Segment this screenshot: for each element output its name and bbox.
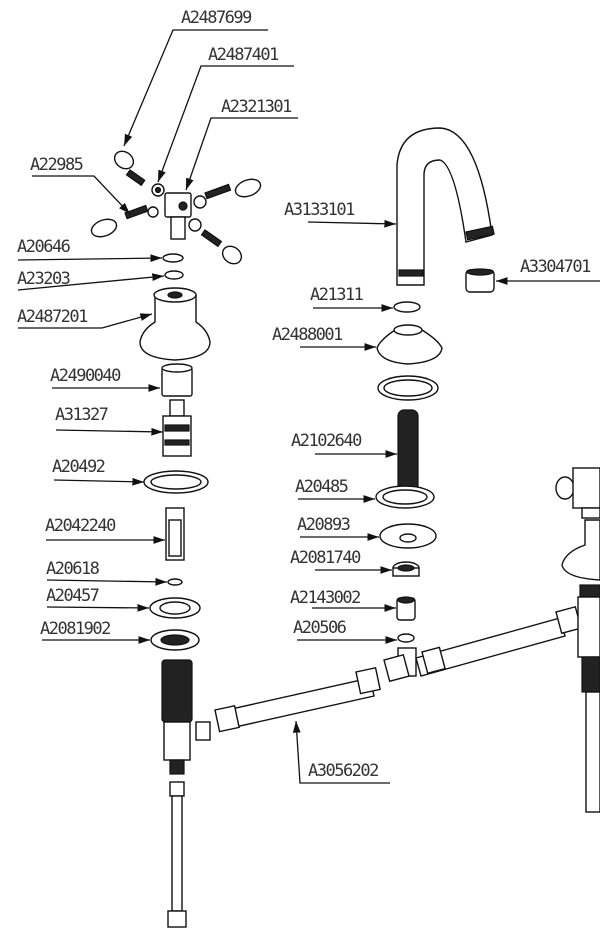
callout-a20893: A20893 [297,515,379,541]
o-ring-part [393,301,421,313]
callout-a2143002: A2143002 [290,588,396,612]
callout-a3056202: A3056202 [292,720,390,784]
part-number-label: A2321301 [221,97,292,117]
part-number-label: A2490040 [50,366,121,386]
callout-a3304701: A3304701 [496,257,600,285]
part-number-label: A3056202 [308,761,378,781]
callout-a2490040: A2490040 [50,366,160,392]
threaded-rod-part [397,409,419,496]
o-ring-part [162,253,184,263]
part-number-label: A2042240 [45,516,116,536]
callout-a20457: A20457 [46,586,150,612]
part-number-label: A2487201 [17,307,88,327]
part-number-label: A20492 [52,457,105,477]
supply-hose-part [167,781,187,928]
aerator-part [465,268,495,293]
cross-handle-part [90,150,262,265]
callout-a21311: A21311 [310,285,393,312]
callout-a20646: A20646 [17,237,163,263]
callout-a2042240: A2042240 [45,516,165,544]
lock-nut-part [392,561,420,577]
callout-a20492: A20492 [52,457,145,486]
callout-a2487401: A2487401 [157,45,294,183]
callout-a20506: A20506 [293,618,397,644]
part-number-label: A2081902 [40,619,110,639]
part-number-label: A20506 [293,618,347,638]
callout-a3133101: A3133101 [284,200,397,228]
callout-a2081902: A2081902 [40,619,150,644]
part-number-label: A20618 [46,559,100,579]
callout-a22985: A22985 [30,155,131,215]
callout-a20485: A20485 [295,477,375,503]
o-ring-part [167,578,183,586]
tee-connector-part [383,605,582,683]
callout-a2102640: A2102640 [291,431,397,458]
part-number-label: A2487699 [181,8,252,28]
callout-a31327: A31327 [55,405,164,436]
part-number-label: A20457 [46,586,99,606]
extension-tube-part [165,507,185,561]
part-number-label: A3133101 [284,200,355,220]
o-ring-part [164,270,184,280]
part-number-label: A20485 [295,477,348,497]
callout-a23203: A23203 [17,269,165,291]
connecting-hose-part [214,667,381,733]
washer-part [397,633,415,643]
spout-part [396,127,495,286]
callout-a2488001: A2488001 [272,325,376,351]
handle-base-part [139,287,211,361]
escutcheon-part [376,324,443,365]
callout-a2321301: A2321301 [185,97,298,191]
callout-a2487201: A2487201 [17,307,153,329]
part-number-label: A2143002 [290,588,360,608]
part-number-label: A2487401 [208,45,279,65]
part-number-label: A21311 [310,285,364,305]
cartridge-part [162,399,192,457]
callout-a2081740: A2081740 [290,548,392,574]
part-number-label: A31327 [55,405,108,425]
part-number-label: A22985 [30,155,83,175]
part-number-label: A20646 [17,237,71,257]
right-handle-assembly-part [555,467,600,813]
bonnet-part [161,363,193,397]
callout-a20618: A20618 [46,559,168,586]
part-number-label: A23203 [17,269,70,289]
part-number-label: A2081740 [290,548,361,568]
part-number-label: A2488001 [272,325,343,345]
callout-a2487699: A2487699 [123,8,268,147]
part-number-label: A20893 [297,515,350,535]
part-number-label: A3304701 [520,257,591,277]
part-number-label: A2102640 [291,431,362,451]
valve-body-part [161,659,211,775]
